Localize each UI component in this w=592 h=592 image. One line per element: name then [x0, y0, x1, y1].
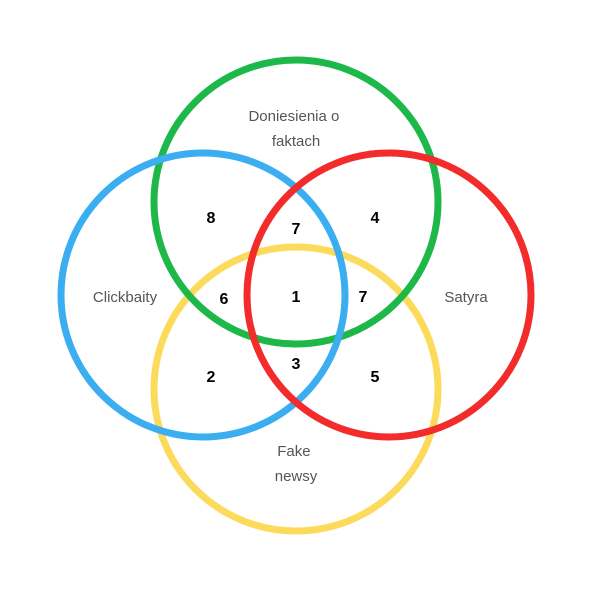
label-satyra: Satyra	[444, 289, 488, 306]
label-fake-newsy: Fake newsy	[275, 443, 318, 485]
label-doniesienia-o-faktach: Doniesienia o faktach	[248, 108, 343, 150]
circle-doniesienia-o-faktach	[150, 56, 442, 348]
label-clickbaity: Clickbaity	[93, 289, 158, 306]
region-count-blue-red-yellow: 3	[292, 356, 301, 373]
region-count-green-red: 4	[371, 210, 380, 227]
region-count-all: 1	[292, 289, 301, 306]
circle-clickbaity	[57, 149, 349, 441]
region-count-blue-yellow: 2	[207, 369, 216, 386]
region-count-green-blue-yellow: 6	[220, 291, 229, 308]
region-count-red-yellow: 5	[371, 369, 380, 386]
circle-fake-newsy	[150, 243, 442, 535]
region-count-green-blue: 8	[207, 210, 216, 227]
region-count-green-blue-red: 7	[292, 221, 301, 238]
region-count-green-red-yellow: 7	[359, 289, 368, 306]
circle-satyra	[243, 149, 535, 441]
